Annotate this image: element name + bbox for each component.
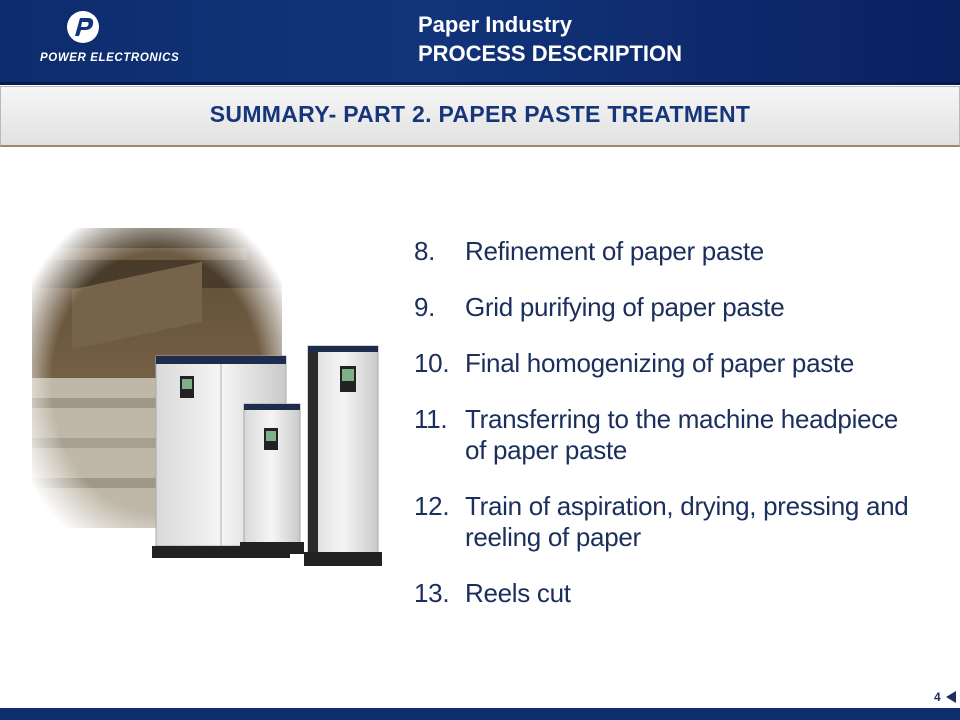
header-bar: POWER ELECTRONICS Paper Industry PROCESS… <box>0 0 960 82</box>
list-item-text: Reels cut <box>465 578 571 608</box>
page-number: 4 <box>934 690 941 704</box>
list-item: 9. Grid purifying of paper paste <box>414 292 914 323</box>
triangle-left-icon[interactable] <box>945 690 957 704</box>
header-title: Paper Industry PROCESS DESCRIPTION <box>418 10 682 68</box>
logo-mark-icon <box>67 11 99 43</box>
list-item-text: Final homogenizing of paper paste <box>465 348 855 378</box>
list-item-number: 11. <box>414 404 448 434</box>
section-title: SUMMARY- PART 2. PAPER PASTE TREATMENT <box>209 101 751 127</box>
list-item-number: 9. <box>414 292 436 322</box>
list-item-number: 13. <box>414 578 450 608</box>
footer-bar <box>0 708 960 720</box>
list-item: 12. Train of aspiration, drying, pressin… <box>414 491 914 553</box>
list-item: 10. Final homogenizing of paper paste <box>414 348 914 379</box>
drive-cabinet-tall <box>304 345 382 566</box>
header-title-line1: Paper Industry <box>418 12 573 37</box>
drive-cabinets-photo <box>32 228 382 598</box>
brand-name: POWER ELECTRONICS <box>40 52 180 64</box>
list-item-number: 10. <box>414 348 450 378</box>
list-item: 8. Refinement of paper paste <box>414 236 914 267</box>
list-item-text: Refinement of paper paste <box>465 236 764 266</box>
drive-cabinet-small <box>240 403 304 554</box>
header-title-line2: PROCESS DESCRIPTION <box>418 41 683 66</box>
list-item: 13. Reels cut <box>414 578 914 609</box>
list-item-number: 12. <box>414 491 450 521</box>
list-item-number: 8. <box>414 236 436 266</box>
power-electronics-logo: POWER ELECTRONICS <box>40 10 230 70</box>
list-item-text: Transferring to the machine headpiece of… <box>465 404 899 465</box>
header-accent-line <box>0 82 960 85</box>
list-item-text: Grid purifying of paper paste <box>465 292 785 322</box>
process-step-list: 8. Refinement of paper paste 9. Grid pur… <box>414 236 914 634</box>
section-banner: SUMMARY- PART 2. PAPER PASTE TREATMENT <box>0 86 960 147</box>
list-item: 11. Transferring to the machine headpiec… <box>414 404 914 466</box>
list-item-text: Train of aspiration, drying, pressing an… <box>465 491 909 552</box>
